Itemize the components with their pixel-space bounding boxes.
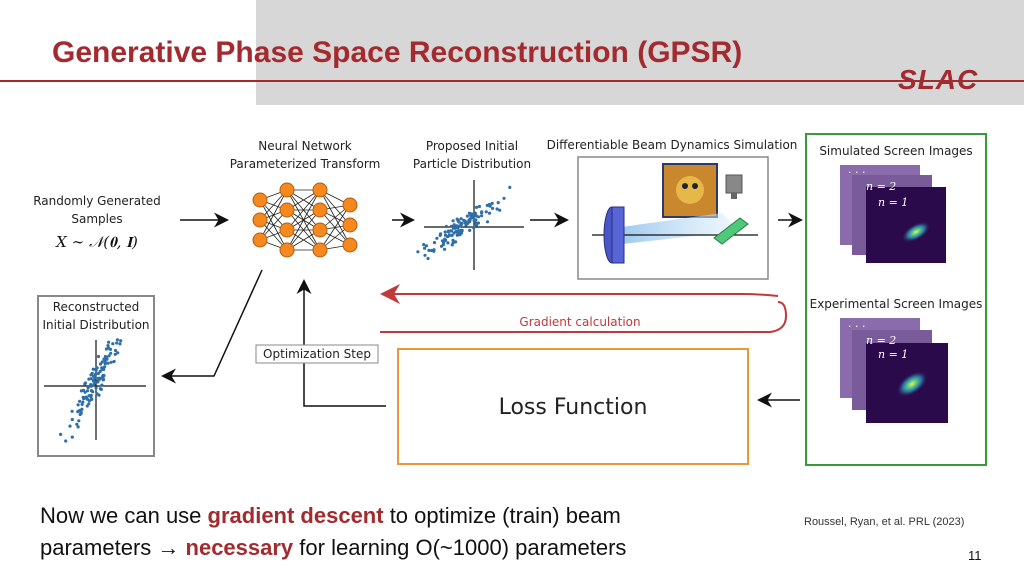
gradient-label: Gradient calculation [519, 315, 640, 329]
summary-line2-pre: parameters [40, 535, 158, 560]
beamline-icon [592, 163, 758, 264]
slac-logo: SLAC [898, 64, 979, 95]
nn-node [252, 212, 268, 228]
citation: Roussel, Ryan, et al. PRL (2023) [804, 516, 965, 528]
loss-function-box [397, 348, 749, 465]
reconstructed-label-line1: Reconstructed [53, 300, 140, 314]
nn-node [312, 242, 328, 258]
input-label-line1: Randomly Generated [33, 194, 161, 208]
summary-necessary: necessary [185, 535, 294, 560]
summary-line-2: parameters → necessary for learning O(~1… [40, 532, 626, 564]
sim-stack-n2: n = 2 [866, 180, 896, 193]
nn-node [279, 242, 295, 258]
experimental-screen-stack: · · · n = 2 n = 1 [840, 318, 948, 423]
sim-label: Differentiable Beam Dynamics Simulation [547, 138, 798, 152]
exp-stack-n1: n = 1 [878, 348, 908, 361]
nn-node [342, 217, 358, 233]
gradient-arrow [380, 284, 779, 304]
optimization-step-label: Optimization Step [263, 347, 371, 361]
input-label-line2: Samples [71, 212, 122, 226]
sim-stack-dots: · · · [848, 166, 865, 179]
gpsr-diagram: Randomly Generated Samples X ∼ 𝒩(𝟎, 𝐈) N… [33, 133, 987, 466]
header-background [256, 0, 1024, 105]
page-title: Generative Phase Space Reconstruction (G… [52, 36, 743, 69]
neural-network-icon [252, 182, 358, 258]
nn-node [279, 202, 295, 218]
proposed-label-line2: Particle Distribution [413, 157, 531, 171]
nn-node [312, 202, 328, 218]
simulated-screen-stack: · · · n = 2 n = 1 [840, 165, 946, 263]
page-number: 11 [968, 548, 982, 563]
exp-stack-dots: · · · [848, 320, 865, 333]
experimental-screens-label: Experimental Screen Images [810, 297, 983, 311]
exp-stack-n2: n = 2 [866, 334, 896, 347]
input-distribution-math: X ∼ 𝒩(𝟎, 𝐈) [55, 233, 138, 251]
loss-function-label: Loss Function [499, 395, 648, 420]
optimization-arrow [296, 279, 386, 407]
reconstructed-scatter-plot [44, 338, 146, 443]
nn-label-line2: Parameterized Transform [230, 157, 381, 171]
summary-gradient-descent: gradient descent [207, 503, 384, 528]
nn-node [252, 232, 268, 248]
right-arrow-icon: → [157, 535, 180, 560]
nn-label-line1: Neural Network [258, 139, 352, 153]
sim-stack-n1: n = 1 [878, 196, 908, 209]
summary-line2-post: for learning O(~1000) parameters [293, 535, 627, 560]
summary-line-1: Now we can use gradient descent to optim… [40, 500, 626, 532]
proposed-label-line1: Proposed Initial [426, 139, 518, 153]
screens-green-box [805, 133, 987, 466]
simulated-screens-label: Simulated Screen Images [819, 144, 972, 158]
nn-node [279, 182, 295, 198]
summary-text: Now we can use gradient descent to optim… [40, 500, 626, 564]
title-divider [0, 80, 1024, 82]
proposed-scatter-plot [416, 180, 524, 270]
reconstructed-label-line2: Initial Distribution [42, 318, 149, 332]
nn-node [342, 237, 358, 253]
nn-node [279, 222, 295, 238]
gradient-return-path [380, 301, 788, 333]
summary-line1-post: to optimize (train) beam [383, 503, 621, 528]
nn-node [252, 192, 268, 208]
nn-node [342, 197, 358, 213]
nn-node [312, 182, 328, 198]
arrow-nn-to-reconstructed [161, 269, 263, 384]
nn-node [312, 222, 328, 238]
optimization-step-box [255, 344, 379, 364]
summary-line1-pre: Now we can use [40, 503, 208, 528]
